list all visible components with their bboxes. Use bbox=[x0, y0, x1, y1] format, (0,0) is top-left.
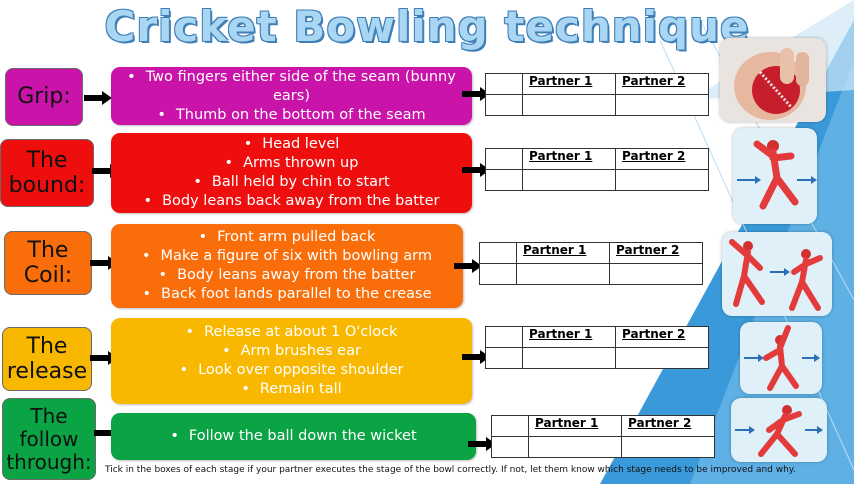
stage-point: Follow the ball down the wicket bbox=[170, 427, 417, 446]
checkbox-cell-partner1[interactable] bbox=[522, 94, 616, 116]
stage-point: Ball held by chin to start bbox=[193, 173, 390, 192]
partner1-header: Partner 1 bbox=[522, 326, 616, 348]
arrow-icon bbox=[462, 87, 490, 101]
arrow-icon bbox=[462, 350, 490, 364]
stage-point: Two fingers either side of the seam (bun… bbox=[111, 68, 472, 106]
partner2-header: Partner 2 bbox=[615, 73, 709, 95]
stage-label-follow-through: The follow through: bbox=[2, 398, 96, 480]
checkbox-cell-partner2[interactable] bbox=[615, 347, 709, 369]
stage-point: Body leans away from the batter bbox=[159, 266, 415, 285]
instruction-footer: Tick in the boxes of each stage if your … bbox=[105, 465, 796, 475]
stage-label-grip: Grip: bbox=[5, 68, 83, 126]
stage-label-coil: The Coil: bbox=[4, 231, 92, 295]
stage-point: Front arm pulled back bbox=[199, 228, 375, 247]
partner1-header: Partner 1 bbox=[516, 242, 610, 264]
stage-label-bound: The bound: bbox=[0, 139, 94, 207]
partner2-header: Partner 2 bbox=[615, 326, 709, 348]
stage-box-release: Release at about 1 O'clock Arm brushes e… bbox=[111, 318, 472, 404]
checkbox-cell-partner2[interactable] bbox=[615, 169, 709, 191]
stage-box-bound: Head level Arms thrown up Ball held by c… bbox=[111, 133, 472, 213]
checkbox-cell-partner1[interactable] bbox=[516, 263, 610, 285]
stage-point: Remain tall bbox=[241, 380, 342, 399]
bowler-coil-icon bbox=[722, 232, 832, 316]
bowler-bound-icon bbox=[733, 128, 817, 224]
table-cell bbox=[491, 415, 529, 437]
checkbox-cell-partner1[interactable] bbox=[522, 347, 616, 369]
arrow-icon bbox=[84, 91, 112, 105]
stage-point: Look over opposite shoulder bbox=[180, 361, 403, 380]
arrow-icon bbox=[462, 163, 490, 177]
stage-box-coil: Front arm pulled back Make a figure of s… bbox=[111, 224, 463, 308]
stage-point: Head level bbox=[244, 135, 339, 154]
checkbox-cell-partner2[interactable] bbox=[615, 94, 709, 116]
checkbox-cell[interactable] bbox=[485, 94, 523, 116]
stage-point: Back foot lands parallel to the crease bbox=[142, 285, 431, 304]
checkbox-cell-partner2[interactable] bbox=[621, 436, 715, 458]
checkbox-cell-partner2[interactable] bbox=[609, 263, 703, 285]
partner1-header: Partner 1 bbox=[528, 415, 622, 437]
partner1-header: Partner 1 bbox=[522, 73, 616, 95]
stage-point: Thumb on the bottom of the seam bbox=[157, 106, 426, 125]
bowler-release-icon bbox=[740, 322, 822, 394]
checkbox-cell[interactable] bbox=[485, 169, 523, 191]
stage-label-release: The release bbox=[2, 327, 92, 391]
checkbox-cell[interactable] bbox=[491, 436, 529, 458]
stage-point: Body leans back away from the batter bbox=[144, 192, 439, 211]
cricket-ball-grip-icon bbox=[720, 38, 826, 122]
table-cell bbox=[479, 242, 517, 264]
stage-point: Make a figure of six with bowling arm bbox=[142, 247, 432, 266]
table-cell bbox=[485, 73, 523, 95]
partner2-header: Partner 2 bbox=[609, 242, 703, 264]
table-cell bbox=[485, 326, 523, 348]
table-cell bbox=[485, 148, 523, 170]
arrow-icon bbox=[468, 437, 496, 451]
bowler-follow-through-icon bbox=[731, 398, 827, 462]
checkbox-cell[interactable] bbox=[485, 347, 523, 369]
page-title: Cricket Bowling technique bbox=[104, 2, 750, 51]
stage-box-follow-through: Follow the ball down the wicket bbox=[111, 413, 476, 460]
stage-box-grip: Two fingers either side of the seam (bun… bbox=[111, 67, 472, 125]
checkbox-cell[interactable] bbox=[479, 263, 517, 285]
stage-point: Arm brushes ear bbox=[222, 342, 361, 361]
stage-point: Arms thrown up bbox=[225, 154, 358, 173]
checkbox-cell-partner1[interactable] bbox=[528, 436, 622, 458]
stage-point: Release at about 1 O'clock bbox=[186, 323, 397, 342]
arrow-icon bbox=[454, 259, 482, 273]
partner2-header: Partner 2 bbox=[615, 148, 709, 170]
checkbox-cell-partner1[interactable] bbox=[522, 169, 616, 191]
partner2-header: Partner 2 bbox=[621, 415, 715, 437]
partner1-header: Partner 1 bbox=[522, 148, 616, 170]
